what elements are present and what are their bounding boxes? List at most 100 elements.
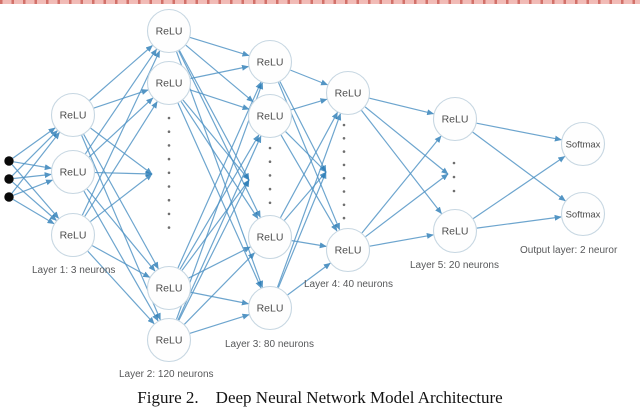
layer-2-node-circle (146, 60, 192, 106)
layer-1-node-label: ReLU (60, 230, 87, 242)
layer-5-node-label: ReLU (442, 114, 469, 126)
connection-edge (177, 81, 262, 269)
output-layer-node-circle (560, 191, 606, 237)
connection-edge (178, 50, 261, 218)
layer-5-node-circle (432, 208, 478, 254)
ellipsis-dot (167, 226, 171, 229)
connection-edge (365, 173, 449, 238)
connection-edge (13, 172, 52, 180)
connection-edge (364, 106, 449, 175)
layer-2-node-circle (146, 317, 192, 363)
ellipsis-dot (342, 137, 346, 140)
layer-5-node-circle (432, 96, 478, 142)
ellipsis-dot (268, 160, 272, 163)
layer-4-node-label: ReLU (335, 88, 362, 100)
connection-edge (83, 133, 159, 270)
layer-1-node-circle (50, 212, 96, 258)
ellipsis-dot (452, 175, 456, 179)
layer-2-node-circle (146, 265, 192, 311)
connection-edge (189, 313, 250, 334)
connection-edge (290, 98, 328, 111)
connection-edge (177, 135, 262, 321)
connection-edge (280, 134, 338, 232)
figure-caption: Figure 2. Deep Neural Network Model Arch… (137, 388, 503, 407)
ellipsis-dot (452, 189, 456, 193)
ellipsis-dot (268, 174, 272, 177)
ellipsis-dot (167, 212, 171, 216)
connection-edge (181, 179, 250, 271)
layer-2-node-label: ReLU (156, 26, 183, 38)
connection-edge (13, 179, 53, 196)
connection-edge (290, 69, 329, 86)
connection-edge (11, 131, 60, 194)
output-layer-label: Output layer: 2 neuror (520, 245, 618, 256)
input-dot (4, 156, 14, 166)
connection-edge (190, 64, 249, 80)
connection-edge (175, 82, 264, 320)
connection-edge (279, 81, 327, 173)
connection-edge (178, 179, 250, 321)
layer-3-node-circle (247, 285, 293, 331)
connection-edge (276, 113, 342, 288)
connection-edge (86, 188, 156, 272)
output-layer-node-label: Softmax (566, 140, 601, 151)
connection-edge (285, 131, 327, 173)
connection-edge (12, 181, 57, 221)
input-dot (4, 174, 14, 184)
layer-3-node-circle (247, 39, 293, 85)
layer-2-node-circle (146, 8, 192, 54)
connection-edge (88, 97, 154, 158)
connection-edge (476, 122, 562, 142)
connection-edge (180, 101, 259, 220)
connection-edge (177, 102, 262, 289)
layer-3-label: Layer 3: 80 neurons (225, 339, 314, 350)
ellipsis-dot (268, 201, 272, 205)
ellipsis-dot (167, 130, 171, 133)
connection-edge (84, 101, 158, 217)
layer-1-node-circle (50, 149, 96, 195)
layer-2-node-label: ReLU (156, 283, 183, 295)
connection-edge (90, 127, 153, 175)
ellipsis-dot (342, 163, 346, 167)
connection-edge (361, 110, 442, 215)
ellipsis-dot (167, 185, 171, 188)
layer-4-label: Layer 4: 40 neurons (304, 279, 393, 290)
connection-edge (90, 173, 153, 223)
connection-edge (12, 127, 56, 159)
connection-edge (87, 250, 155, 325)
layer-5-label: Layer 5: 20 neurons (410, 260, 499, 271)
layer-1-node-circle (50, 92, 96, 138)
connection-edge (188, 246, 251, 279)
connection-edge (369, 97, 435, 116)
connection-edge (83, 190, 159, 322)
ellipsis-dot (167, 157, 171, 161)
ellipsis-dot (167, 198, 171, 202)
layer-1-label: Layer 1: 3 neurons (32, 265, 115, 276)
layer-1-node-label: ReLU (60, 167, 87, 179)
connection-edge (93, 89, 149, 109)
connection-edge (178, 50, 250, 181)
table-border-artifact (0, 0, 640, 4)
ellipsis-dot (167, 171, 171, 175)
layer-4-node-label: ReLU (335, 245, 362, 257)
connection-edge (89, 45, 153, 101)
connection-edge (94, 170, 153, 177)
connection-edge (476, 214, 562, 229)
connection-edge (472, 155, 566, 220)
connection-edge (81, 50, 161, 216)
connection-edge (361, 135, 442, 234)
connection-edge (183, 252, 256, 325)
ellipsis-dot (342, 176, 346, 180)
connection-edge (369, 233, 434, 247)
connection-edge (283, 171, 327, 221)
layer-5-node-label: ReLU (442, 226, 469, 238)
layer-3-node-label: ReLU (257, 57, 284, 69)
connection-edge (190, 291, 249, 306)
input-dot (4, 192, 14, 202)
ellipsis-dot (268, 146, 272, 150)
connection-edge (11, 130, 58, 177)
ellipsis-dot (342, 150, 346, 153)
layer-3-node-label: ReLU (257, 303, 284, 315)
